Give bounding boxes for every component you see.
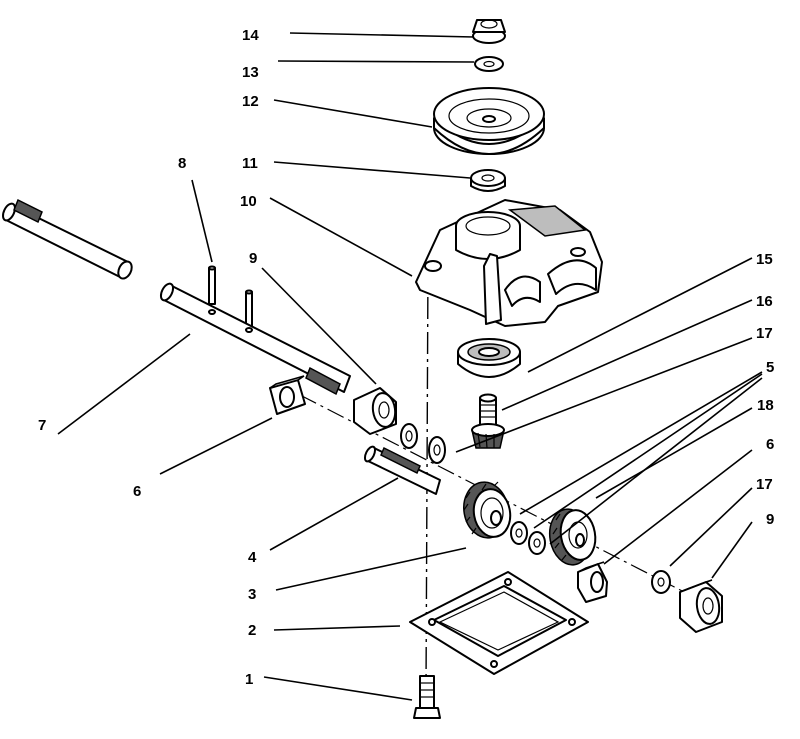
part-6-bushing-right [577, 561, 608, 603]
label-1: 1 [245, 671, 253, 688]
label-6-right: 6 [766, 436, 774, 453]
part-14-flange-nut [472, 19, 506, 44]
part-labels: 14 13 12 11 10 9 8 7 6 4 3 2 1 15 16 17 … [38, 27, 774, 688]
washers-left [400, 423, 446, 464]
label-3: 3 [248, 586, 256, 603]
axle-tube [2, 198, 133, 280]
part-2-gasket [409, 571, 589, 675]
label-5: 5 [766, 359, 774, 376]
leader-lines [57, 32, 763, 701]
label-17-upper: 17 [756, 325, 773, 342]
part-8-roll-pins [208, 265, 253, 329]
part-1-bolt [413, 675, 441, 719]
part-4-drive-shaft [363, 445, 441, 495]
label-14: 14 [242, 27, 259, 44]
label-11: 11 [242, 155, 258, 172]
part-11-spacer [470, 169, 506, 192]
part-3-drive-gear [463, 481, 512, 539]
label-4: 4 [248, 549, 257, 566]
part-17-washer-right [651, 570, 671, 594]
part-13-washer [474, 56, 504, 72]
label-13: 13 [242, 64, 259, 81]
part-9-bushing [353, 387, 397, 435]
label-15: 15 [756, 251, 773, 268]
part-9-bushing-right [679, 579, 723, 633]
part-16-pinion-shaft [479, 393, 497, 426]
washers-center [510, 521, 546, 555]
part-12-pulley [433, 87, 545, 155]
label-18: 18 [757, 397, 774, 414]
label-2: 2 [248, 622, 256, 639]
label-9-left: 9 [249, 250, 257, 267]
label-10: 10 [240, 193, 257, 210]
label-6-left: 6 [133, 483, 141, 500]
label-9-right: 9 [766, 511, 774, 528]
part-18-gear-right [548, 508, 597, 566]
label-7: 7 [38, 417, 46, 434]
part-7-axle-shaft [159, 282, 351, 396]
label-17-lower: 17 [756, 476, 773, 493]
part-15-bearing [457, 338, 521, 378]
label-12: 12 [242, 93, 259, 110]
label-8: 8 [178, 155, 186, 172]
part-10-gearcase-cover [415, 199, 603, 327]
part-6-bushing-left [269, 375, 306, 415]
label-16: 16 [756, 293, 773, 310]
